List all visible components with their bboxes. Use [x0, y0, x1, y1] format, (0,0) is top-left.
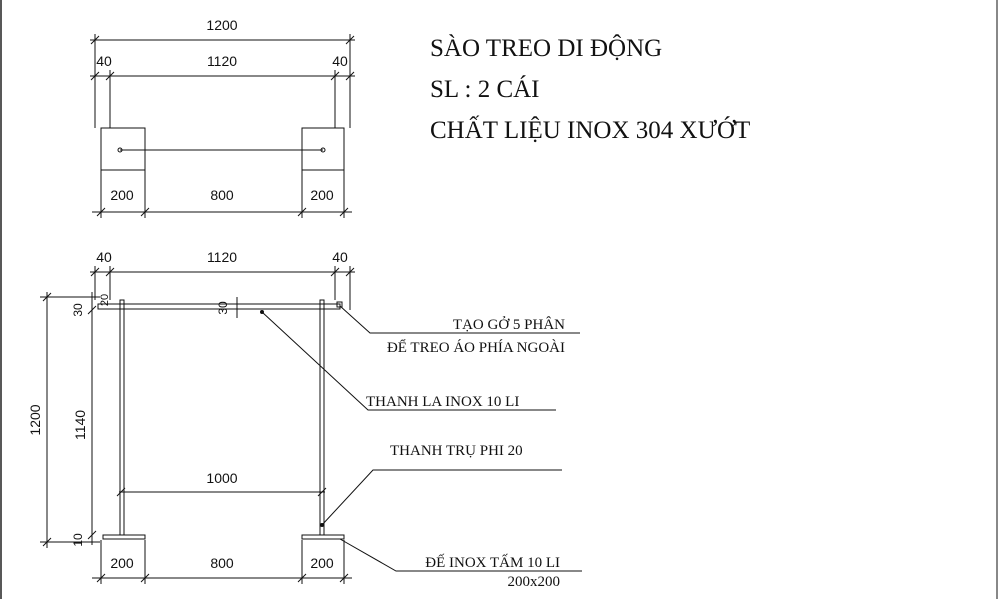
dim-front-right-plate: 200: [310, 555, 334, 571]
note-base-line-1: ĐẾ INOX TẤM 10 LI: [425, 554, 560, 571]
note-base-line-2: 200x200: [508, 574, 561, 590]
dim-plate-spacing: 800: [210, 187, 234, 203]
note-flat-bar: THANH LA INOX 10 LI: [366, 394, 519, 410]
left-post: [119, 299, 125, 536]
annotations: TẠO GỞ 5 PHÂN ĐỂ TREO ÁO PHÍA NGOÀI THAN…: [260, 305, 582, 590]
dim-inner-width: 1120: [207, 53, 237, 69]
left-base-plate-top: [100, 127, 146, 171]
dim-crossbar-width: 1000: [206, 470, 237, 486]
right-base-plate-top: [301, 127, 345, 171]
leader-hook: [339, 305, 580, 334]
front-view: 40 1120 40 1000 1200 1140 30 20 30 10: [27, 249, 355, 584]
dim-base-thickness: 10: [71, 533, 85, 547]
note-hook-line-2: ĐỂ TREO ÁO PHÍA NGOÀI: [387, 338, 565, 356]
dim-overall-height: 1200: [27, 404, 43, 435]
dim-top-gap: 30: [71, 303, 85, 317]
left-base-plate: [102, 534, 146, 540]
note-hook-line-1: TẠO GỞ 5 PHÂN: [453, 316, 565, 333]
dim-front-left-plate: 200: [110, 555, 134, 571]
top-view: 1200 40 1120 40 200 800 200: [90, 17, 355, 218]
leader-flat-bar: [261, 311, 556, 411]
dim-post-height: 1140: [72, 410, 88, 440]
leader-post: [321, 469, 562, 526]
dim-overall-width: 1200: [206, 17, 237, 33]
right-base-plate: [301, 534, 345, 540]
title-block: SÀO TREO DI ĐỘNG SL : 2 CÁI CHẤT LIỆU IN…: [430, 34, 750, 144]
dim-top-small: 20: [99, 294, 111, 306]
leader-base: [339, 538, 582, 572]
left-post-marker: [117, 147, 123, 153]
end-hook: [336, 301, 343, 308]
right-post: [319, 299, 325, 536]
dim-front-inner-width: 1120: [207, 249, 237, 265]
dim-front-right-offset: 40: [332, 249, 348, 265]
dim-right-plate: 200: [310, 187, 334, 203]
title-line-3: CHẤT LIỆU INOX 304 XƯỚT: [430, 115, 750, 144]
dim-left-offset: 40: [96, 53, 112, 69]
dim-front-left-offset: 40: [96, 249, 112, 265]
title-line-2: SL : 2 CÁI: [430, 75, 540, 103]
dim-front-plate-spacing: 800: [210, 555, 234, 571]
dim-bar: 30: [216, 301, 230, 315]
title-line-1: SÀO TREO DI ĐỘNG: [430, 34, 662, 62]
note-post: THANH TRỤ PHI 20: [390, 443, 523, 459]
dim-left-plate: 200: [110, 187, 134, 203]
dim-right-offset: 40: [332, 53, 348, 69]
right-post-marker: [320, 147, 326, 153]
